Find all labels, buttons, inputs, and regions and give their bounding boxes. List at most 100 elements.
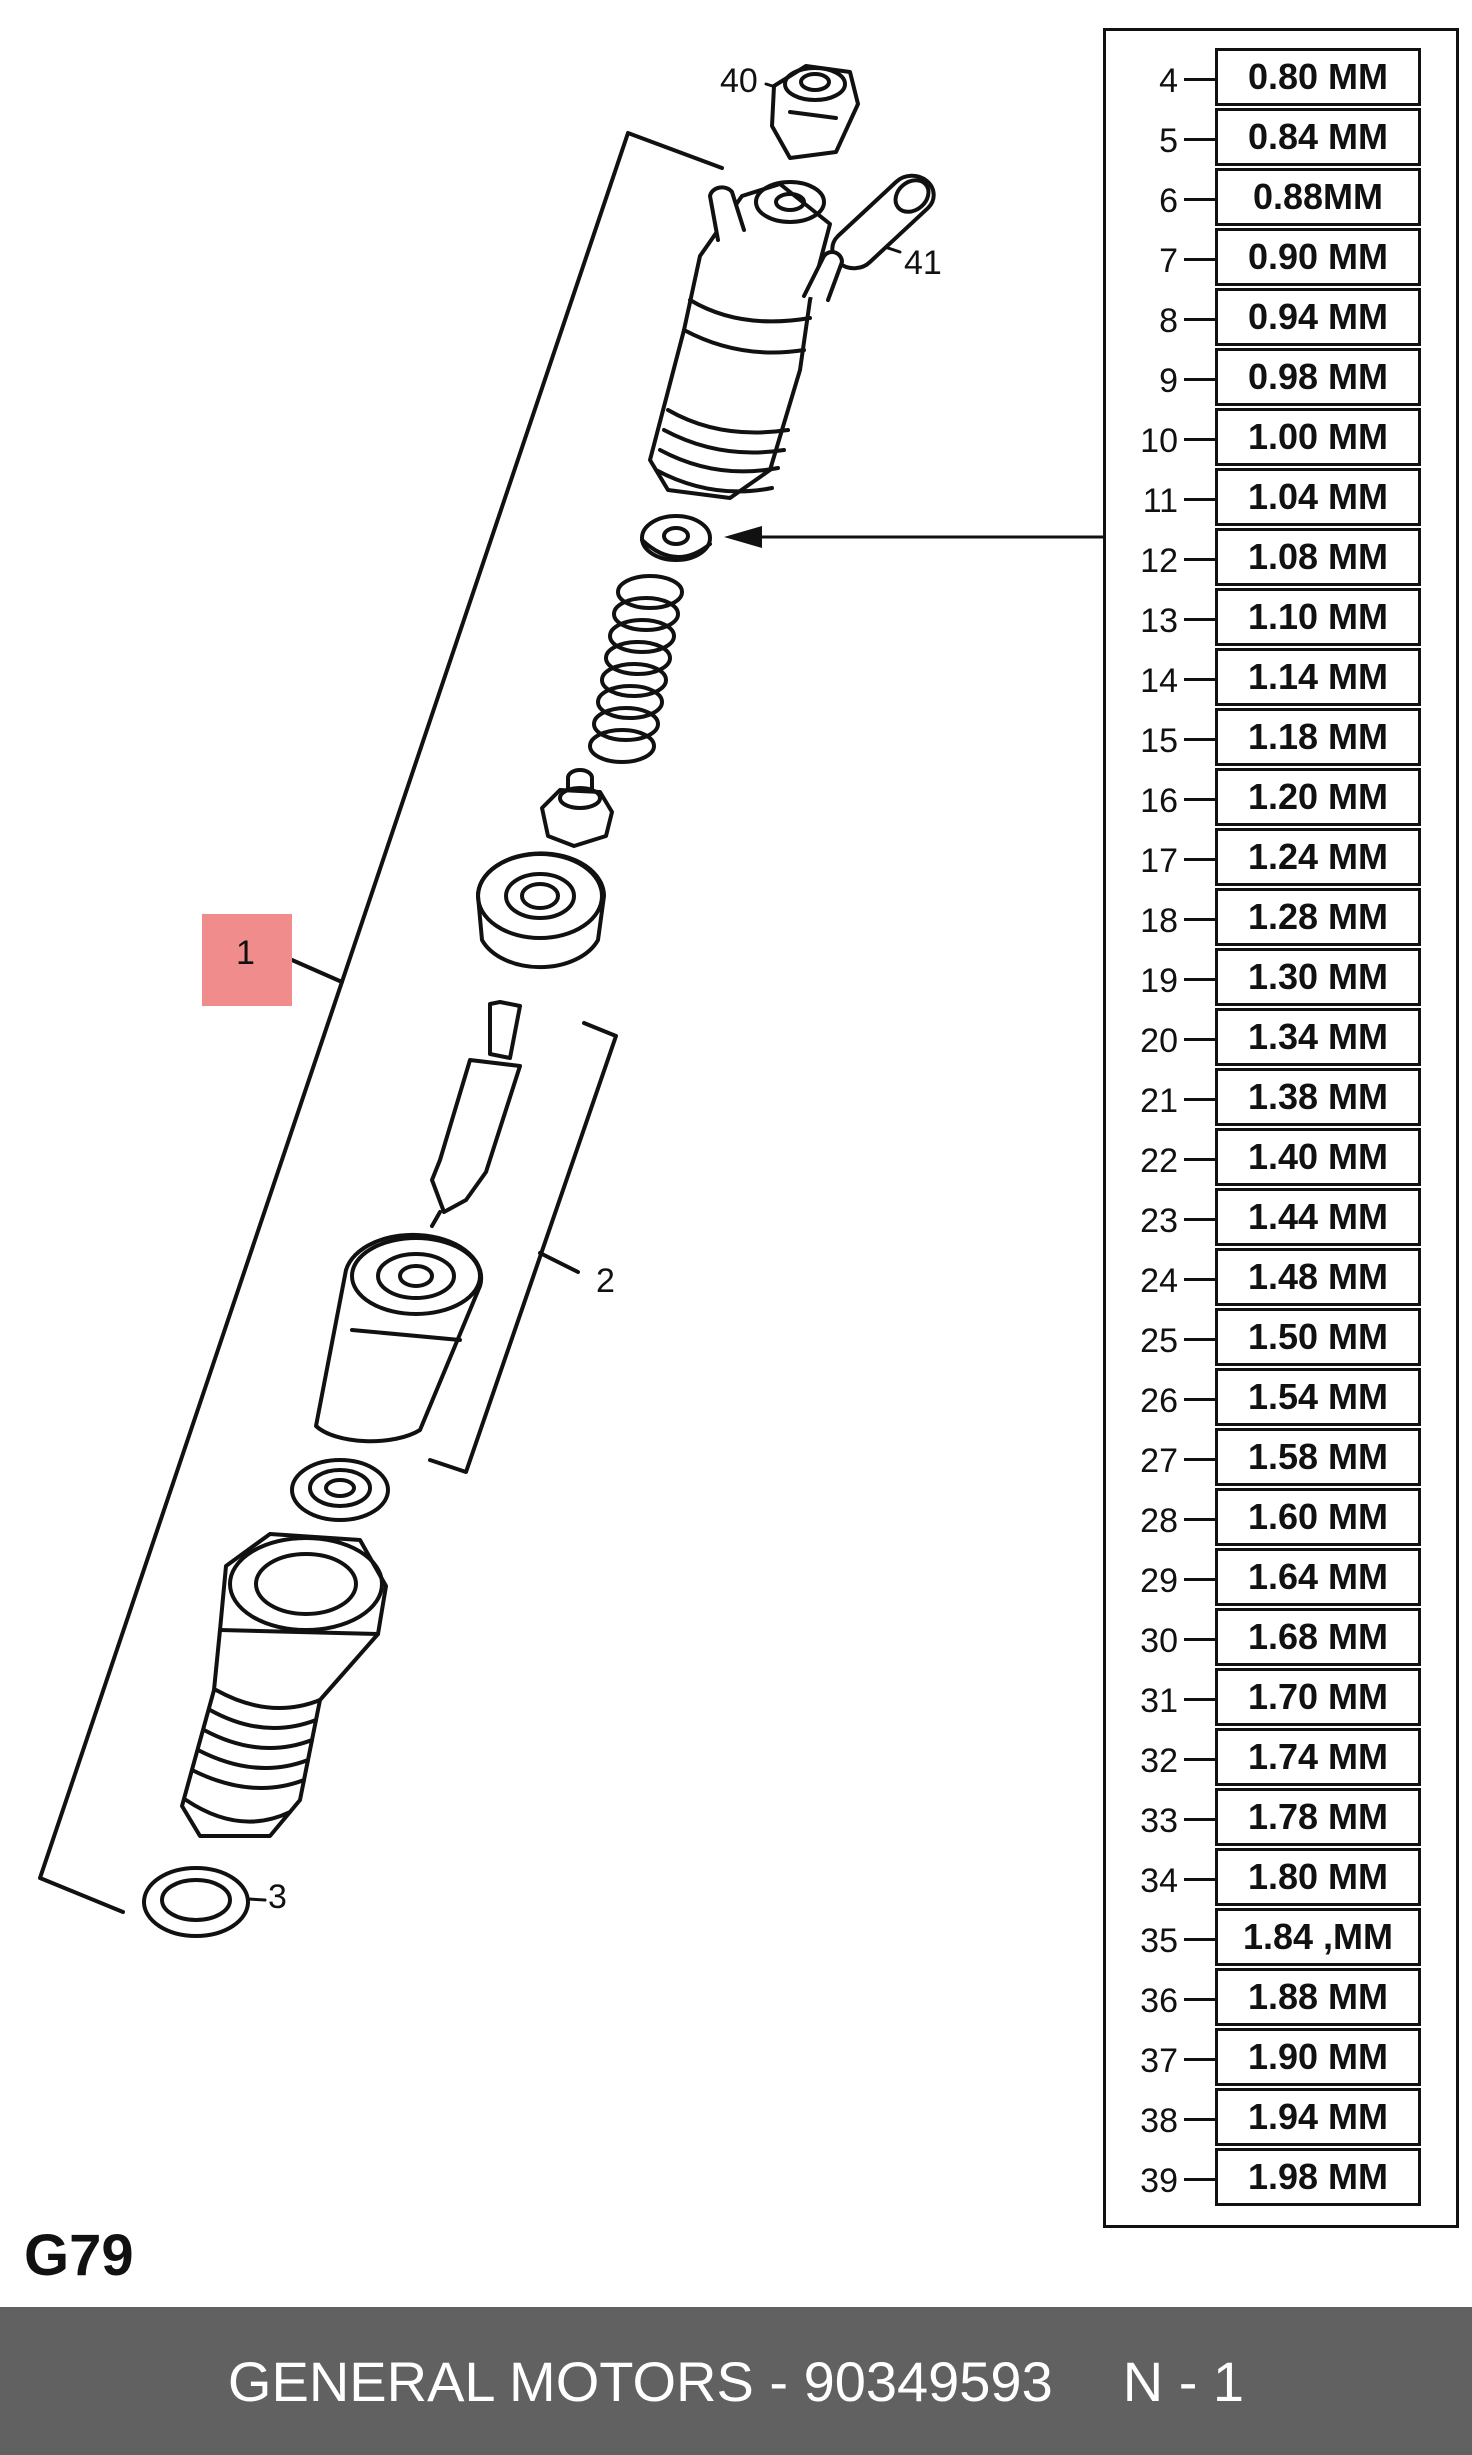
nozzle-needle (430, 1000, 522, 1228)
shim-index-tick (1184, 1878, 1215, 1881)
shim-index-label: 16 (1140, 782, 1178, 820)
shim-index-label: 37 (1140, 2042, 1178, 2080)
callout-1: 1 (236, 934, 255, 972)
shim-index-tick (1184, 2058, 1215, 2061)
assembly-bracket (38, 131, 724, 1914)
shim-size-cell: 1.00 MM (1215, 408, 1421, 466)
shim-size-cell: 1.38 MM (1215, 1068, 1421, 1126)
shim-index-tick (1184, 498, 1215, 501)
shim-index-tick (1184, 558, 1215, 561)
shim-index-label: 33 (1140, 1802, 1178, 1840)
shim-size-cell: 1.04 MM (1215, 468, 1421, 526)
nozzle-retaining-nut (180, 1532, 388, 1838)
shim-size-cell: 1.48 MM (1215, 1248, 1421, 1306)
shim-index-label: 12 (1140, 542, 1178, 580)
injector-holder-body (648, 180, 844, 500)
shim-index-label: 36 (1140, 1982, 1178, 2020)
shim-index-label: 11 (1142, 482, 1178, 520)
shim-index-label: 26 (1140, 1382, 1178, 1420)
nozzle-bracket (428, 1021, 618, 1474)
shim-size-cell: 1.54 MM (1215, 1368, 1421, 1426)
nozzle-washer (290, 1458, 390, 1522)
shim-index-label: 15 (1140, 722, 1178, 760)
shim-index-label: 14 (1140, 662, 1178, 700)
shim-index-label: 6 (1159, 182, 1178, 220)
shim-index-tick (1184, 1338, 1215, 1341)
shim-size-cell: 1.44 MM (1215, 1188, 1421, 1246)
shim-size-cell: 1.40 MM (1215, 1128, 1421, 1186)
shim-index-label: 25 (1140, 1322, 1178, 1360)
shim-size-cell: 1.20 MM (1215, 768, 1421, 826)
shim-index-tick (1184, 1278, 1215, 1281)
shim-size-cell: 1.84 ,MM (1215, 1908, 1421, 1966)
shim-index-label: 8 (1159, 302, 1178, 340)
shim-size-cell: 1.88 MM (1215, 1968, 1421, 2026)
shim-index-label: 18 (1140, 902, 1178, 940)
shim-index-tick (1184, 918, 1215, 921)
shim-index-tick (1184, 2118, 1215, 2121)
shim-index-label: 31 (1140, 1682, 1178, 1720)
shim-index-label: 38 (1140, 2102, 1178, 2140)
shim-index-tick (1184, 1818, 1215, 1821)
shim-index-label: 7 (1159, 242, 1178, 280)
shim-index-tick (1184, 1098, 1215, 1101)
shim-index-tick (1184, 78, 1215, 81)
shim-size-cell: 1.68 MM (1215, 1608, 1421, 1666)
shim-index-tick (1184, 618, 1215, 621)
footer-brand-part: GENERAL MOTORS - 90349593 (227, 2349, 1053, 2413)
shim-index-tick (1184, 678, 1215, 681)
shim-size-table (1103, 28, 1459, 2228)
shim-index-label: 30 (1140, 1622, 1178, 1660)
shim-index-label: 13 (1140, 602, 1178, 640)
shim-size-cell: 0.80 MM (1215, 48, 1421, 106)
shim-index-label: 17 (1140, 842, 1178, 880)
shim-index-tick (1184, 198, 1215, 201)
shim-index-label: 20 (1140, 1022, 1178, 1060)
shim-size-cell: 1.14 MM (1215, 648, 1421, 706)
shim-index-label: 24 (1140, 1262, 1178, 1300)
shim-index-label: 5 (1159, 122, 1178, 160)
shim-index-tick (1184, 1398, 1215, 1401)
shim-size-cell: 1.80 MM (1215, 1848, 1421, 1906)
shim-index-label: 21 (1140, 1082, 1178, 1120)
shim-index-label: 29 (1140, 1562, 1178, 1600)
shim-index-tick (1184, 138, 1215, 141)
callout-40: 40 (720, 62, 758, 100)
shim-index-label: 9 (1159, 362, 1178, 400)
shim-index-tick (1184, 1698, 1215, 1701)
shim-index-tick (1184, 978, 1215, 981)
shim-size-cell: 1.74 MM (1215, 1728, 1421, 1786)
shim-index-tick (1184, 438, 1215, 441)
cap-nut-40 (770, 64, 860, 160)
callout-41: 41 (904, 244, 942, 282)
seal-washer-3 (142, 1866, 250, 1938)
nozzle-body (314, 1232, 484, 1444)
shim-index-tick (1184, 1518, 1215, 1521)
shim-index-label: 23 (1140, 1202, 1178, 1240)
shim-size-cell: 1.18 MM (1215, 708, 1421, 766)
shim-size-cell: 1.58 MM (1215, 1428, 1421, 1486)
shim-size-cell: 1.60 MM (1215, 1488, 1421, 1546)
shim-size-cell: 0.94 MM (1215, 288, 1421, 346)
injector-exploded-diagram (38, 64, 1105, 1938)
shim-index-tick (1184, 258, 1215, 261)
shim-size-cell: 1.08 MM (1215, 528, 1421, 586)
shim-index-tick (1184, 1938, 1215, 1941)
shim-index-label: 35 (1140, 1922, 1178, 1960)
shim-size-cell: 1.24 MM (1215, 828, 1421, 886)
shim-index-tick (1184, 1578, 1215, 1581)
shim-index-tick (1184, 858, 1215, 861)
shim-size-cell: 0.98 MM (1215, 348, 1421, 406)
shim-size-cell: 1.28 MM (1215, 888, 1421, 946)
shim-size-cell: 1.78 MM (1215, 1788, 1421, 1846)
shim-index-tick (1184, 1638, 1215, 1641)
footer-page: N - 1 (1122, 2349, 1245, 2413)
shim-size-cell: 0.88MM (1215, 168, 1421, 226)
shim-index-tick (1184, 378, 1215, 381)
shim-index-tick (1184, 2178, 1215, 2181)
shim-index-tick (1184, 1998, 1215, 2001)
shim-size-cell: 1.64 MM (1215, 1548, 1421, 1606)
footer-bar: GENERAL MOTORS - 90349593 N - 1 (0, 2307, 1472, 2455)
shim-size-cell: 1.10 MM (1215, 588, 1421, 646)
shim-size-cell: 1.94 MM (1215, 2088, 1421, 2146)
